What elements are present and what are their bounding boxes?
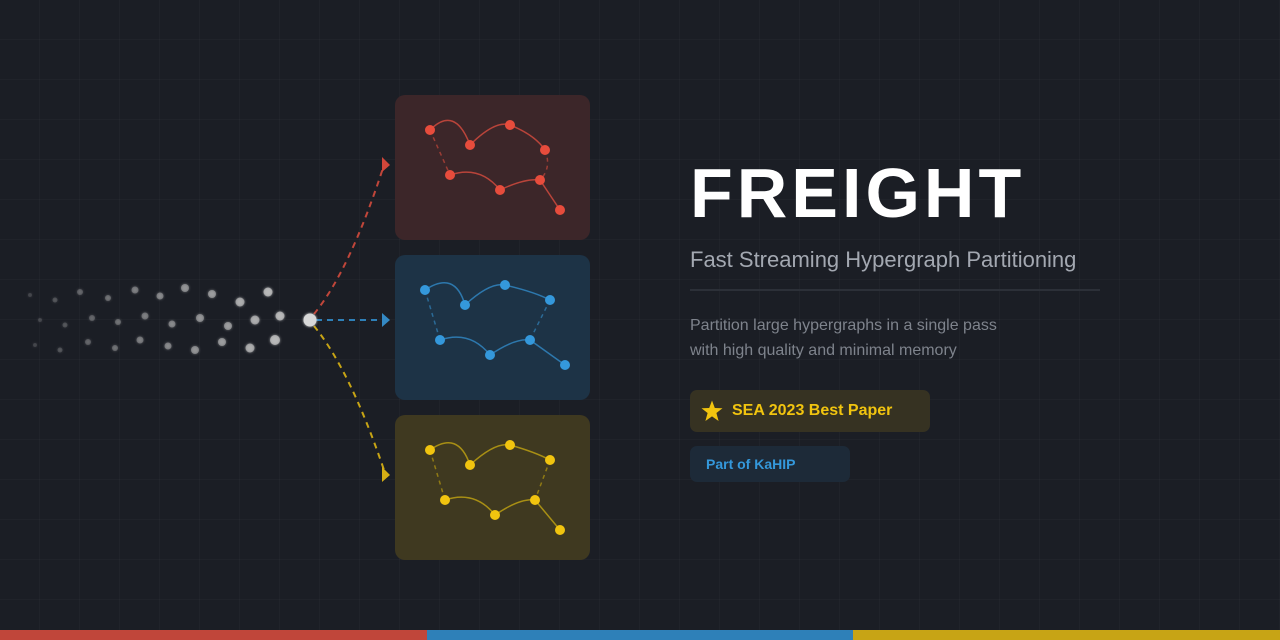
stream-source: [303, 313, 317, 327]
bottom-color-bar: [0, 630, 1280, 640]
bottom-bar-yellow: [853, 630, 1280, 640]
arrow-to-red: [313, 164, 385, 315]
arrowhead-red: [382, 157, 390, 172]
description-line-2: with high quality and minimal memory: [690, 342, 957, 359]
page-title: FREIGHT: [690, 154, 1026, 232]
kahip-badge-label: Part of KaHIP: [706, 456, 796, 472]
arrow-to-yellow: [313, 325, 385, 471]
kahip-badge: Part of KaHIP: [690, 446, 850, 482]
star-icon: [701, 400, 723, 421]
award-badge: SEA 2023 Best Paper: [690, 390, 930, 432]
award-badge-label: SEA 2023 Best Paper: [732, 402, 893, 419]
partition-blue: [395, 255, 590, 400]
description-line-1: Partition large hypergraphs in a single …: [690, 317, 997, 334]
bottom-bar-blue: [426, 630, 854, 640]
bottom-bar-red: [0, 630, 427, 640]
partition-yellow: [395, 415, 590, 560]
description: Partition large hypergraphs in a single …: [690, 313, 1110, 363]
arrowhead-yellow: [382, 467, 390, 482]
partition-red: [395, 95, 590, 240]
page-subtitle: Fast Streaming Hypergraph Partitioning: [690, 247, 1077, 272]
stream-dots: [28, 284, 285, 354]
arrowhead-blue: [382, 313, 390, 327]
divider: [690, 289, 1100, 291]
